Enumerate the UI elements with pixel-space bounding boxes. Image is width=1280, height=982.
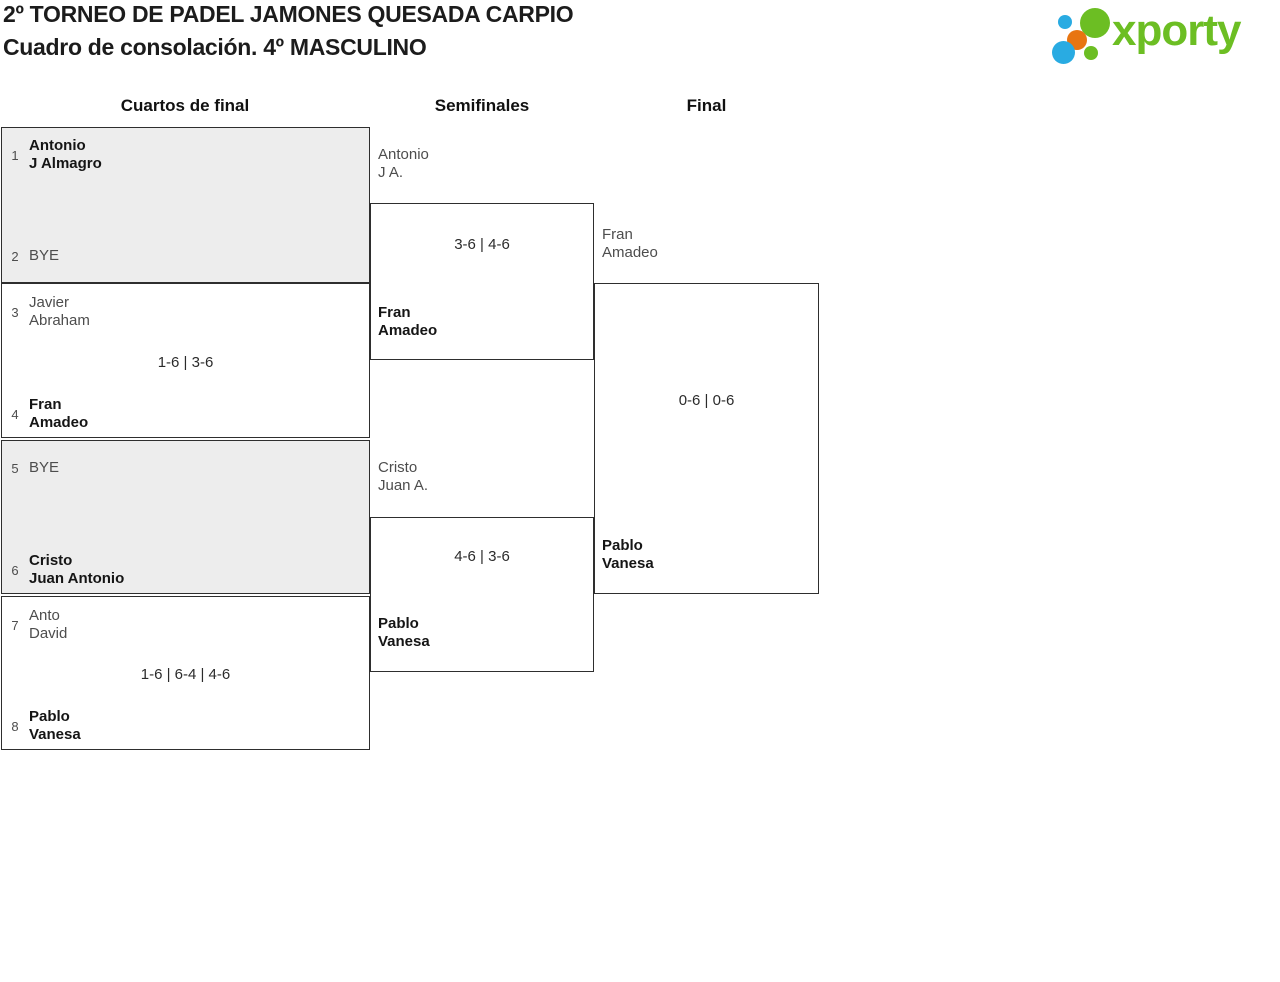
xporty-logo[interactable]: xporty bbox=[1045, 0, 1280, 70]
match-score: 3-6 | 4-6 bbox=[454, 236, 510, 253]
logo-wordmark: xporty bbox=[1112, 6, 1241, 55]
team-slot: 3 Javier Abraham bbox=[10, 294, 90, 330]
match-qf2: 3 Javier Abraham 1-6 | 3-6 4 Fran Amadeo bbox=[1, 283, 370, 438]
team-name: BYE bbox=[29, 459, 60, 476]
team-name: Cristo Juan A. bbox=[378, 459, 429, 494]
seed-number: 6 bbox=[11, 562, 19, 578]
match-final bbox=[594, 283, 819, 594]
team-name: Javier Abraham bbox=[29, 294, 90, 329]
seed-number: 8 bbox=[11, 718, 19, 734]
team-name: Antonio J A. bbox=[378, 146, 429, 181]
team-name: Anto David bbox=[29, 607, 68, 642]
match-qf1: 1 Antonio J Almagro 2 BYE bbox=[1, 127, 370, 283]
team-name: Pablo Vanesa bbox=[378, 615, 430, 650]
logo-dot-icon bbox=[1058, 15, 1072, 29]
team-slot: 2 BYE bbox=[10, 247, 59, 265]
match-score: 4-6 | 3-6 bbox=[454, 548, 510, 565]
team-slot: 1 Antonio J Almagro bbox=[10, 137, 102, 173]
seed-number: 4 bbox=[11, 406, 19, 422]
logo-dot-icon bbox=[1084, 46, 1098, 60]
round-header-semifinales: Semifinales bbox=[434, 96, 530, 115]
seed-number: 3 bbox=[11, 304, 19, 320]
team-slot: 8 Pablo Vanesa bbox=[10, 708, 81, 744]
team-name: Pablo Vanesa bbox=[29, 708, 81, 743]
seed-number: 7 bbox=[11, 617, 19, 633]
team-name: Fran Amadeo bbox=[29, 396, 89, 431]
team-slot: 5 BYE bbox=[10, 459, 59, 477]
logo-dot-icon bbox=[1052, 41, 1075, 64]
seed-number: 5 bbox=[11, 460, 19, 476]
round-header-cuartos: Cuartos de final bbox=[120, 96, 250, 115]
seed-number: 2 bbox=[11, 248, 19, 264]
team-name: Cristo Juan Antonio bbox=[29, 552, 125, 587]
match-qf4: 7 Anto David 1-6 | 6-4 | 4-6 8 Pablo Van… bbox=[1, 596, 370, 750]
match-score: 1-6 | 3-6 bbox=[157, 354, 214, 371]
match-score: 0-6 | 0-6 bbox=[678, 392, 735, 409]
match-score: 1-6 | 6-4 | 4-6 bbox=[140, 666, 231, 683]
team-name: Antonio J Almagro bbox=[29, 137, 102, 172]
tournament-subtitle: Cuadro de consolación. 4º MASCULINO bbox=[3, 34, 427, 60]
team-slot: 7 Anto David bbox=[10, 607, 67, 643]
team-name: Fran Amadeo bbox=[602, 226, 658, 261]
round-header-final: Final bbox=[686, 96, 727, 115]
match-qf3: 5 BYE 6 Cristo Juan Antonio bbox=[1, 440, 370, 594]
match-sf1 bbox=[370, 203, 594, 360]
team-slot: 6 Cristo Juan Antonio bbox=[10, 552, 124, 588]
team-slot: 4 Fran Amadeo bbox=[10, 396, 88, 432]
match-sf2 bbox=[370, 517, 594, 672]
seed-number: 1 bbox=[11, 147, 19, 163]
team-name: Fran Amadeo bbox=[378, 304, 438, 339]
tournament-title: 2º TORNEO DE PADEL JAMONES QUESADA CARPI… bbox=[3, 1, 574, 27]
team-name: BYE bbox=[29, 247, 60, 264]
team-name: Pablo Vanesa bbox=[602, 537, 654, 572]
